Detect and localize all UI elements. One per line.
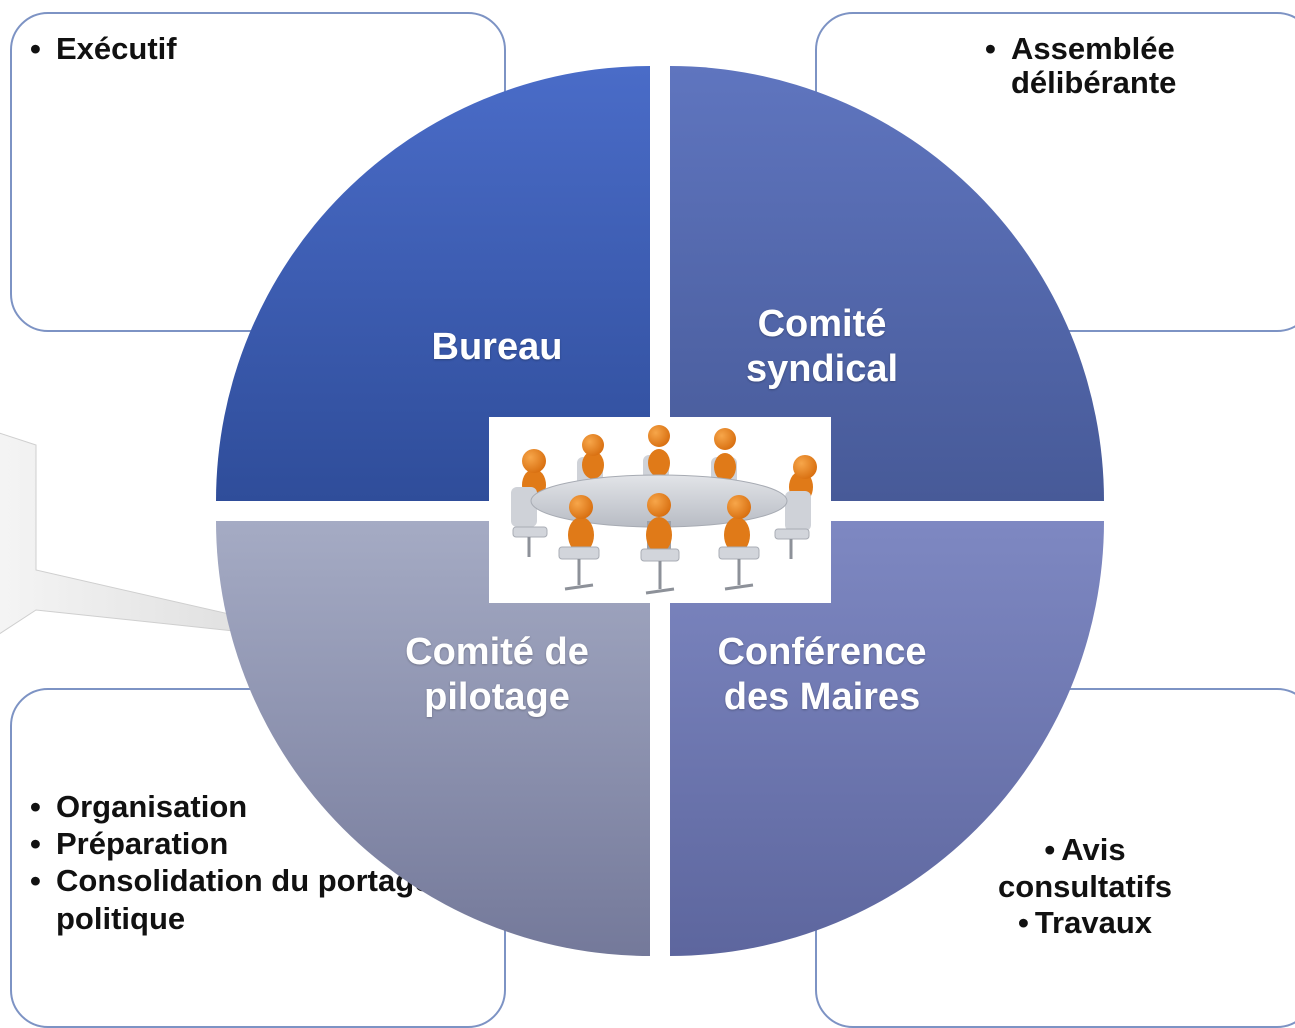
list-item: Travaux <box>965 905 1205 942</box>
quadrant-bureau <box>216 66 650 501</box>
quadrant-comite-pilotage <box>216 521 650 956</box>
conference-roles-list: Avis consultatifs Travaux <box>965 832 1205 942</box>
quadrant-comite-syndical <box>670 66 1104 501</box>
assemblee-list: Assemblée délibérante <box>985 31 1245 100</box>
bureau-label: Bureau <box>431 326 563 368</box>
meeting-table-icon <box>489 417 831 603</box>
pilotage-roles-list: Organisation Préparation Consolidation d… <box>30 788 490 937</box>
comite-pilotage-label: Comité de pilotage <box>405 631 589 718</box>
quadrant-conference-maires <box>670 521 1104 956</box>
quadrant-diagram <box>0 66 1104 956</box>
list-item: Avis consultatifs <box>965 832 1205 905</box>
list-item: Consolidation du portage politique <box>30 862 490 936</box>
person-figures-front <box>512 493 810 595</box>
list-item: Préparation <box>30 825 490 862</box>
list-item: Organisation <box>30 788 490 825</box>
comite-syndical-label: Comité syndical <box>745 303 899 390</box>
conference-maires-label: Conférence des Maires <box>717 631 927 718</box>
executif-list: Exécutif <box>30 30 470 68</box>
list-item: Assemblée délibérante <box>985 31 1245 100</box>
list-item: Exécutif <box>30 30 470 68</box>
